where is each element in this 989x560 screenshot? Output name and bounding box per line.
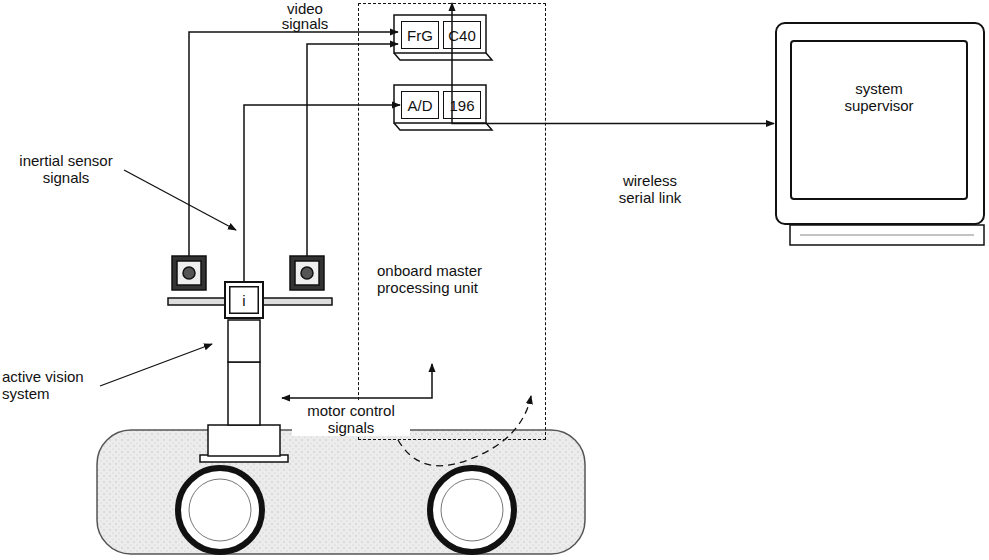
processor-box: C40 (443, 21, 481, 49)
node-text: FrG (407, 27, 433, 44)
signal-label: motor control signals (292, 402, 410, 436)
video-signal-wire (189, 32, 398, 256)
converter-box: A/D (401, 91, 439, 119)
edge-label: wireless serial link (604, 172, 696, 206)
mobile-robot-vehicle (97, 430, 585, 554)
monitor-screen: system supervisor (790, 40, 968, 200)
inertial-sensor-box: i (224, 281, 264, 319)
callout-label: active vision system (2, 368, 98, 402)
connector (244, 105, 400, 281)
node-text: system supervisor (829, 80, 929, 114)
node-text: A/D (407, 97, 432, 114)
signal-label: video signals (268, 1, 342, 31)
node-text: C40 (448, 27, 476, 44)
connector (452, 3, 774, 124)
motor-control-wire (282, 364, 432, 398)
processor-board (394, 15, 492, 130)
onboard-indicator (398, 396, 531, 466)
leader-line (124, 170, 236, 230)
monitor-stand (790, 225, 984, 245)
processing-unit-box: onboard master processing unit FrG C40A/D 1… (358, 3, 546, 440)
node-text: onboard master processing unit (377, 262, 527, 296)
node-text: 196 (449, 97, 474, 114)
controller-box: 196 (443, 91, 481, 119)
node-text: i (242, 292, 245, 309)
leader-line (100, 344, 212, 386)
callout-label: inertial sensor signals (10, 152, 122, 186)
frame-grabber-box: FrG (401, 21, 439, 49)
supervisor-monitor: system supervisor (775, 22, 985, 225)
